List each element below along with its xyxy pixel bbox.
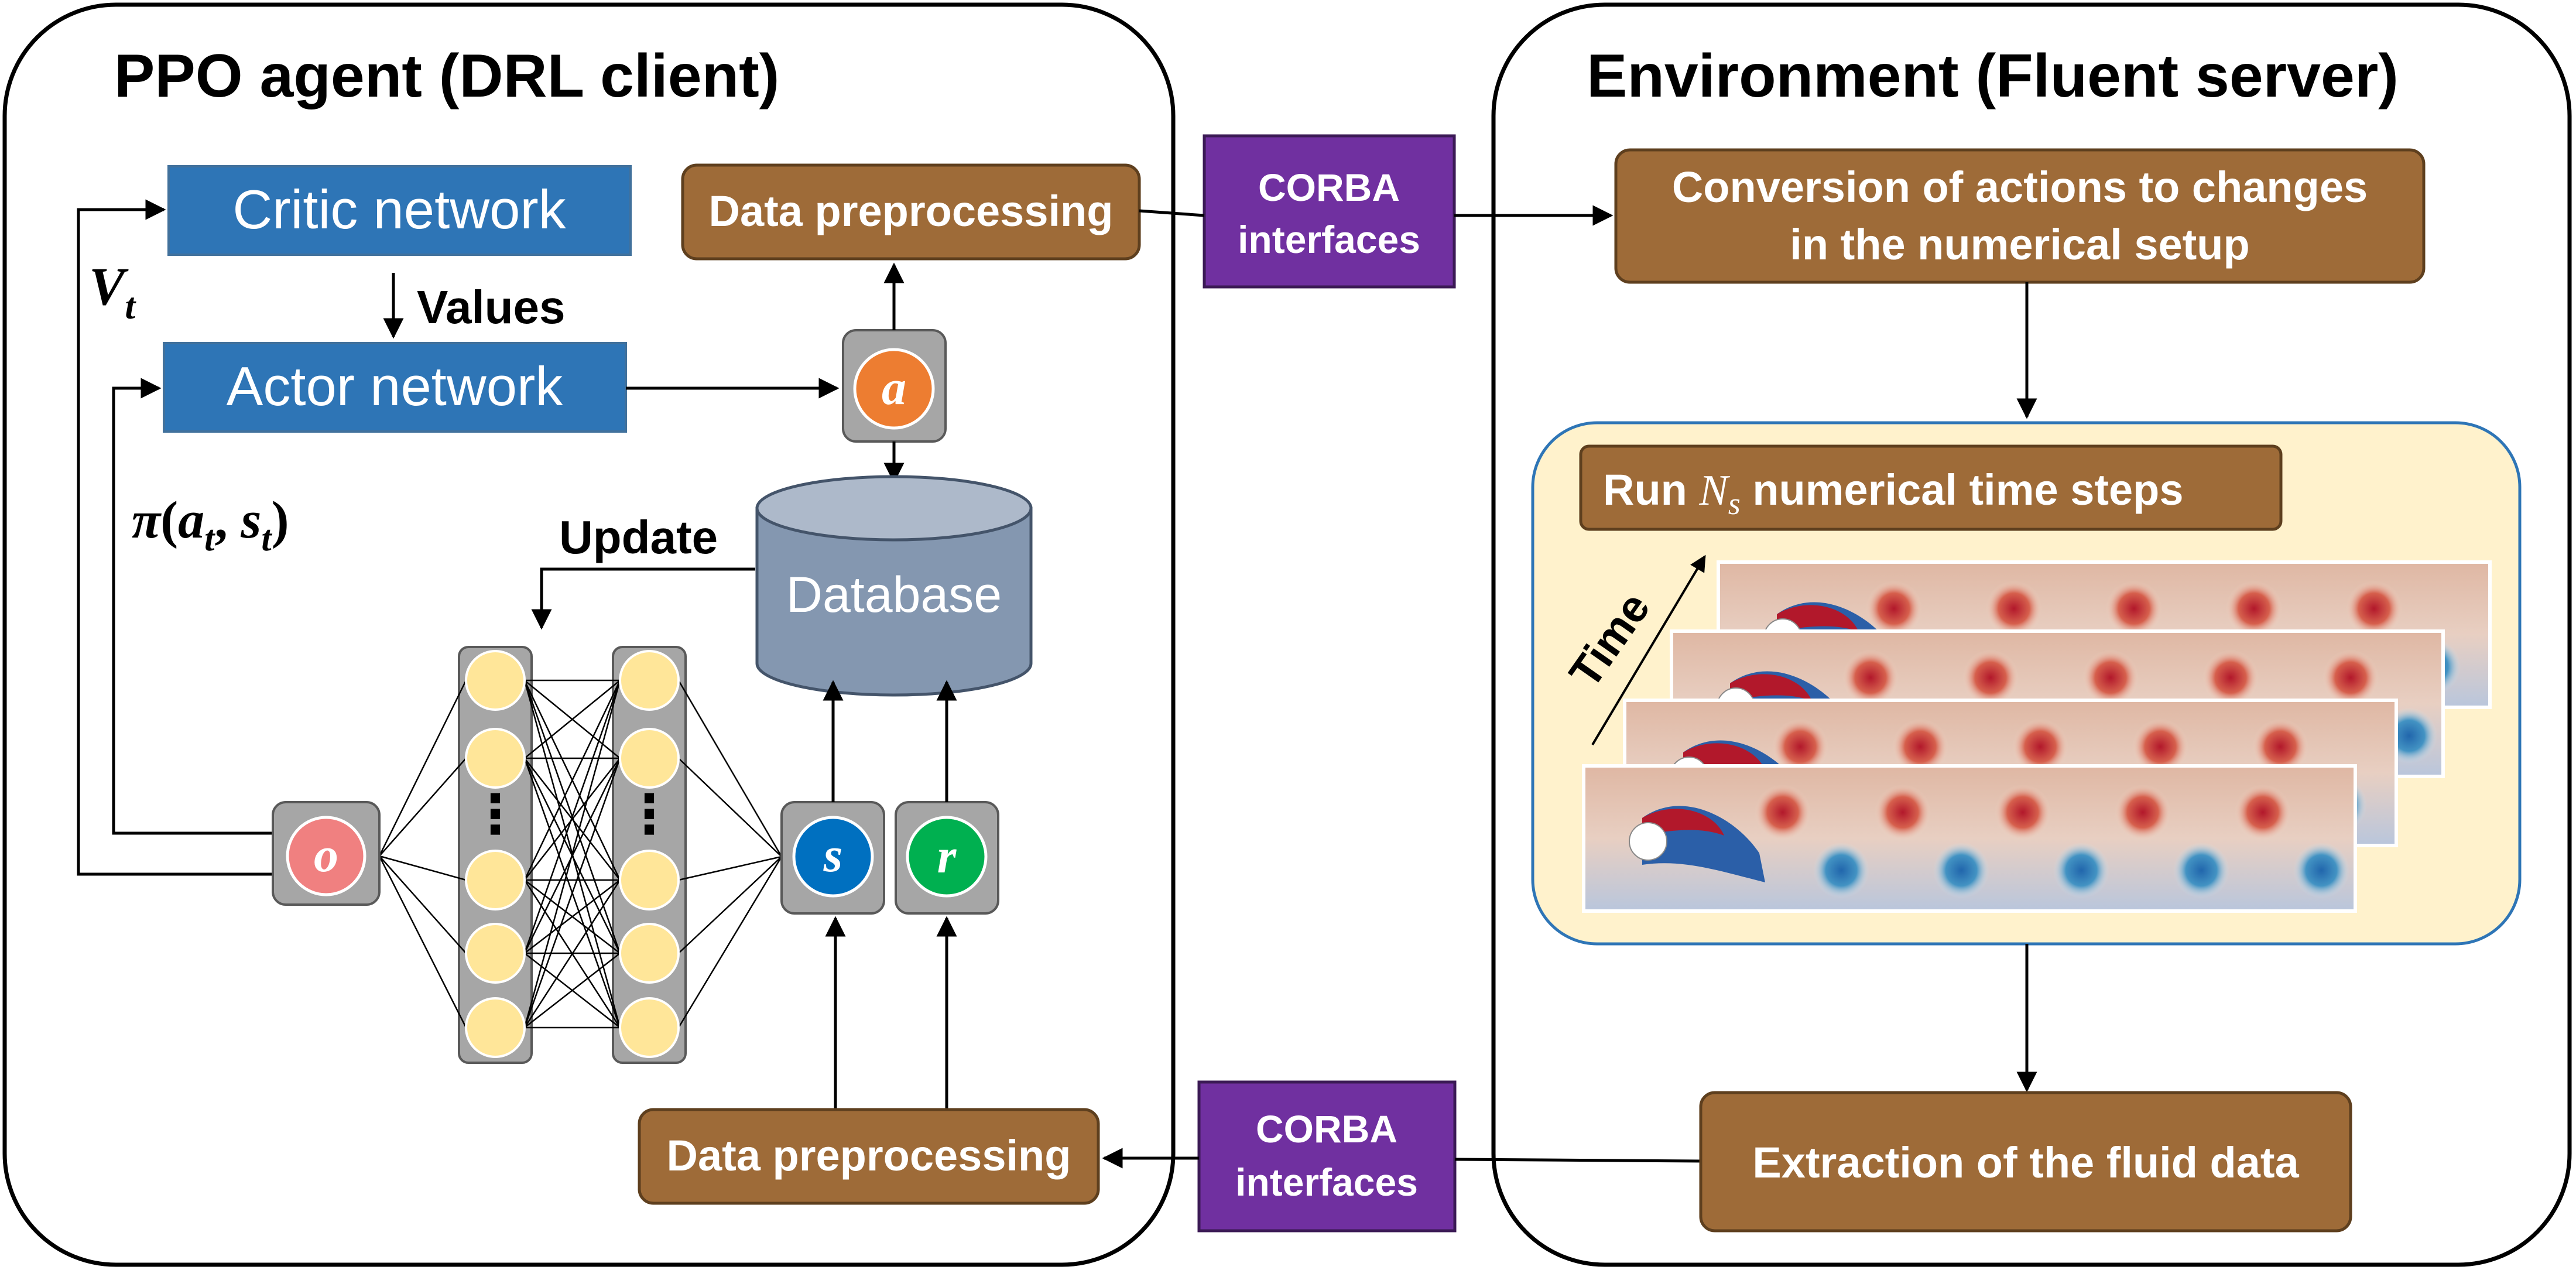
values-label: Values — [417, 281, 566, 333]
actor-network-label: Actor network — [227, 355, 564, 417]
action-node: a — [842, 329, 947, 443]
preprocessing-to-corba-line — [1139, 209, 1205, 217]
extraction-label: Extraction of the fluid data — [1752, 1138, 2299, 1187]
run-steps-box: Run Ns numerical time steps — [1579, 444, 2283, 531]
hidden-connection — [524, 758, 621, 881]
hidden-connection — [524, 879, 621, 954]
policy-symbol: π(at, st) — [132, 491, 289, 559]
hidden-connection — [523, 879, 621, 1028]
hidden-connection — [523, 680, 621, 1028]
run-steps-label: Run Ns numerical time steps — [1603, 465, 2184, 521]
neuron — [619, 728, 680, 789]
environment-panel — [1491, 2, 2572, 1267]
corba-interfaces-top: CORBA interfaces — [1203, 134, 1456, 289]
agent-panel — [2, 2, 1176, 1267]
hidden-layer-1-ellipsis: ⋮ — [468, 785, 522, 844]
input-connection — [379, 855, 467, 954]
hidden-connection — [524, 953, 621, 1028]
corba-bottom-line-2: interfaces — [1235, 1161, 1418, 1204]
conversion-box: Conversion of actions to changes in the … — [1614, 148, 2426, 284]
neuron — [619, 850, 680, 910]
agent-panel-title: PPO agent (DRL client) — [114, 42, 779, 110]
corba-top-line-2: interfaces — [1238, 218, 1420, 261]
corba-top-line-1: CORBA — [1258, 166, 1400, 209]
time-arrow — [1591, 554, 1706, 746]
output-connection — [677, 680, 783, 857]
neuron — [465, 850, 526, 910]
observation-node-label: o — [314, 828, 338, 882]
input-connection — [379, 758, 467, 857]
state-node-label: s — [823, 828, 843, 882]
hidden-connection — [523, 758, 621, 1028]
input-connection — [378, 680, 467, 857]
flow-frame — [1582, 764, 2357, 913]
output-connection — [678, 855, 782, 881]
flow-field-snapshots — [1582, 560, 2492, 913]
extraction-to-corba-line — [1454, 1158, 1701, 1163]
neuron — [465, 997, 526, 1058]
neuron — [465, 728, 526, 789]
corba-interfaces-bottom: CORBA interfaces — [1197, 1080, 1457, 1233]
environment-panel-title: Environment (Fluent server) — [1587, 42, 2399, 110]
corba-bottom-line-1: CORBA — [1256, 1107, 1397, 1151]
data-preprocessing-bottom-label: Data preprocessing — [667, 1131, 1071, 1180]
observation-to-critic-line — [77, 199, 273, 876]
conversion-line-2: in the numerical setup — [1790, 220, 2249, 269]
actor-network-box: Actor network — [163, 342, 627, 433]
neuron — [619, 923, 680, 984]
update-label: Update — [559, 511, 718, 563]
output-connection — [678, 758, 782, 857]
action-node-label: a — [882, 361, 906, 415]
state-node: s — [780, 801, 885, 915]
reward-node: r — [895, 801, 999, 915]
network-connections — [378, 679, 783, 1029]
data-preprocessing-top-box: Data preprocessing — [681, 163, 1141, 261]
observation-to-actor-line — [112, 378, 273, 835]
neuron — [619, 997, 680, 1058]
critic-network-box: Critic network — [167, 165, 632, 256]
neuron — [465, 923, 526, 984]
hidden-layer-2-ellipsis: ⋮ — [622, 785, 676, 844]
reward-node-label: r — [937, 829, 957, 884]
update-arrow — [531, 567, 755, 630]
database-label: Database — [786, 567, 1002, 623]
hidden-connection — [524, 680, 621, 759]
critic-network-label: Critic network — [232, 179, 566, 240]
conversion-line-1: Conversion of actions to changes — [1672, 163, 2368, 211]
neuron — [619, 650, 680, 711]
hidden-connection — [523, 680, 621, 954]
data-preprocessing-bottom-box: Data preprocessing — [638, 1108, 1100, 1205]
observation-node: o — [272, 801, 381, 906]
network-neurons — [465, 650, 680, 1058]
hidden-connection — [523, 680, 621, 881]
output-connection — [677, 856, 783, 1028]
output-connection — [678, 856, 782, 954]
database-cylinder: Database — [755, 475, 1033, 697]
extraction-box: Extraction of the fluid data — [1699, 1091, 2352, 1233]
data-preprocessing-top-label: Data preprocessing — [709, 187, 1114, 235]
neuron — [465, 650, 526, 711]
value-symbol: Vt — [89, 256, 136, 327]
input-connection — [379, 855, 467, 881]
input-connection — [378, 855, 467, 1028]
